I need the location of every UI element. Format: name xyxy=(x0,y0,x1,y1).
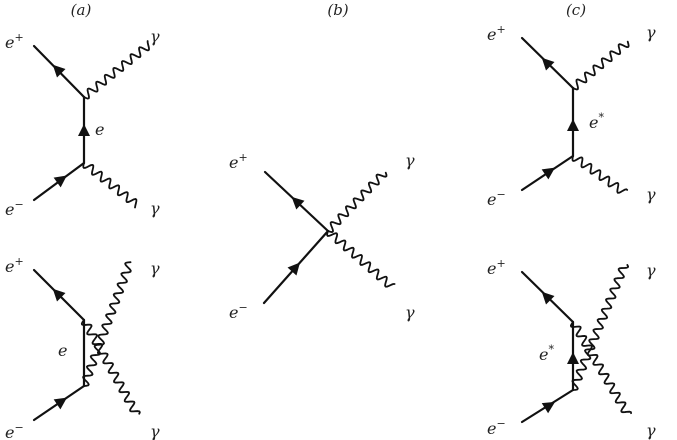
label-photon: γ xyxy=(646,185,656,204)
photon-line xyxy=(327,171,388,233)
panel-c-title: (c) xyxy=(566,1,586,19)
photon-line xyxy=(571,155,629,194)
panel-a-title: (a) xyxy=(71,1,92,19)
arrow-icon xyxy=(287,262,301,276)
panel-b-title: (b) xyxy=(327,1,348,19)
photon-line xyxy=(326,230,396,288)
label-photon: γ xyxy=(646,23,656,42)
label-internal: e xyxy=(58,341,67,360)
label-internal: e* xyxy=(539,343,554,364)
label-positron: e+ xyxy=(229,151,248,172)
label-photon: γ xyxy=(150,422,160,440)
label-positron: e+ xyxy=(5,255,24,276)
label-positron: e+ xyxy=(487,23,506,44)
diagram-a-u-channel xyxy=(32,261,141,422)
photon-line xyxy=(82,162,138,209)
label-photon: γ xyxy=(150,199,160,218)
photon-line xyxy=(569,321,632,415)
arrow-icon xyxy=(78,124,90,136)
arrow-icon xyxy=(291,196,305,210)
label-photon: γ xyxy=(150,259,160,278)
arrow-icon xyxy=(53,175,67,188)
label-electron: e− xyxy=(487,417,506,438)
photon-line xyxy=(82,261,132,387)
label-electron: e− xyxy=(5,421,24,440)
diagram-b-contact xyxy=(262,170,396,305)
arrow-icon xyxy=(53,397,67,410)
label-internal: e* xyxy=(589,111,604,132)
photon-line xyxy=(83,40,150,100)
label-electron: e− xyxy=(487,188,506,209)
label-electron: e− xyxy=(5,198,24,219)
diagram-c-t-channel xyxy=(520,36,630,194)
label-photon: γ xyxy=(405,151,415,170)
label-photon: γ xyxy=(405,303,415,322)
label-photon: γ xyxy=(150,27,160,46)
arrow-icon xyxy=(567,119,579,131)
arrow-icon xyxy=(541,401,556,414)
label-internal: e xyxy=(95,120,104,139)
label-photon: γ xyxy=(646,421,656,440)
label-positron: e+ xyxy=(487,257,506,278)
photon-line xyxy=(80,319,141,415)
label-electron: e− xyxy=(229,301,248,322)
arrow-icon xyxy=(541,167,555,180)
label-positron: e+ xyxy=(5,31,24,52)
diagram-a-t-channel xyxy=(32,40,150,209)
label-photon: γ xyxy=(646,261,656,280)
photon-line xyxy=(571,264,630,391)
arrow-icon xyxy=(567,352,579,364)
diagram-c-u-channel xyxy=(520,264,632,424)
photon-line xyxy=(572,40,630,91)
